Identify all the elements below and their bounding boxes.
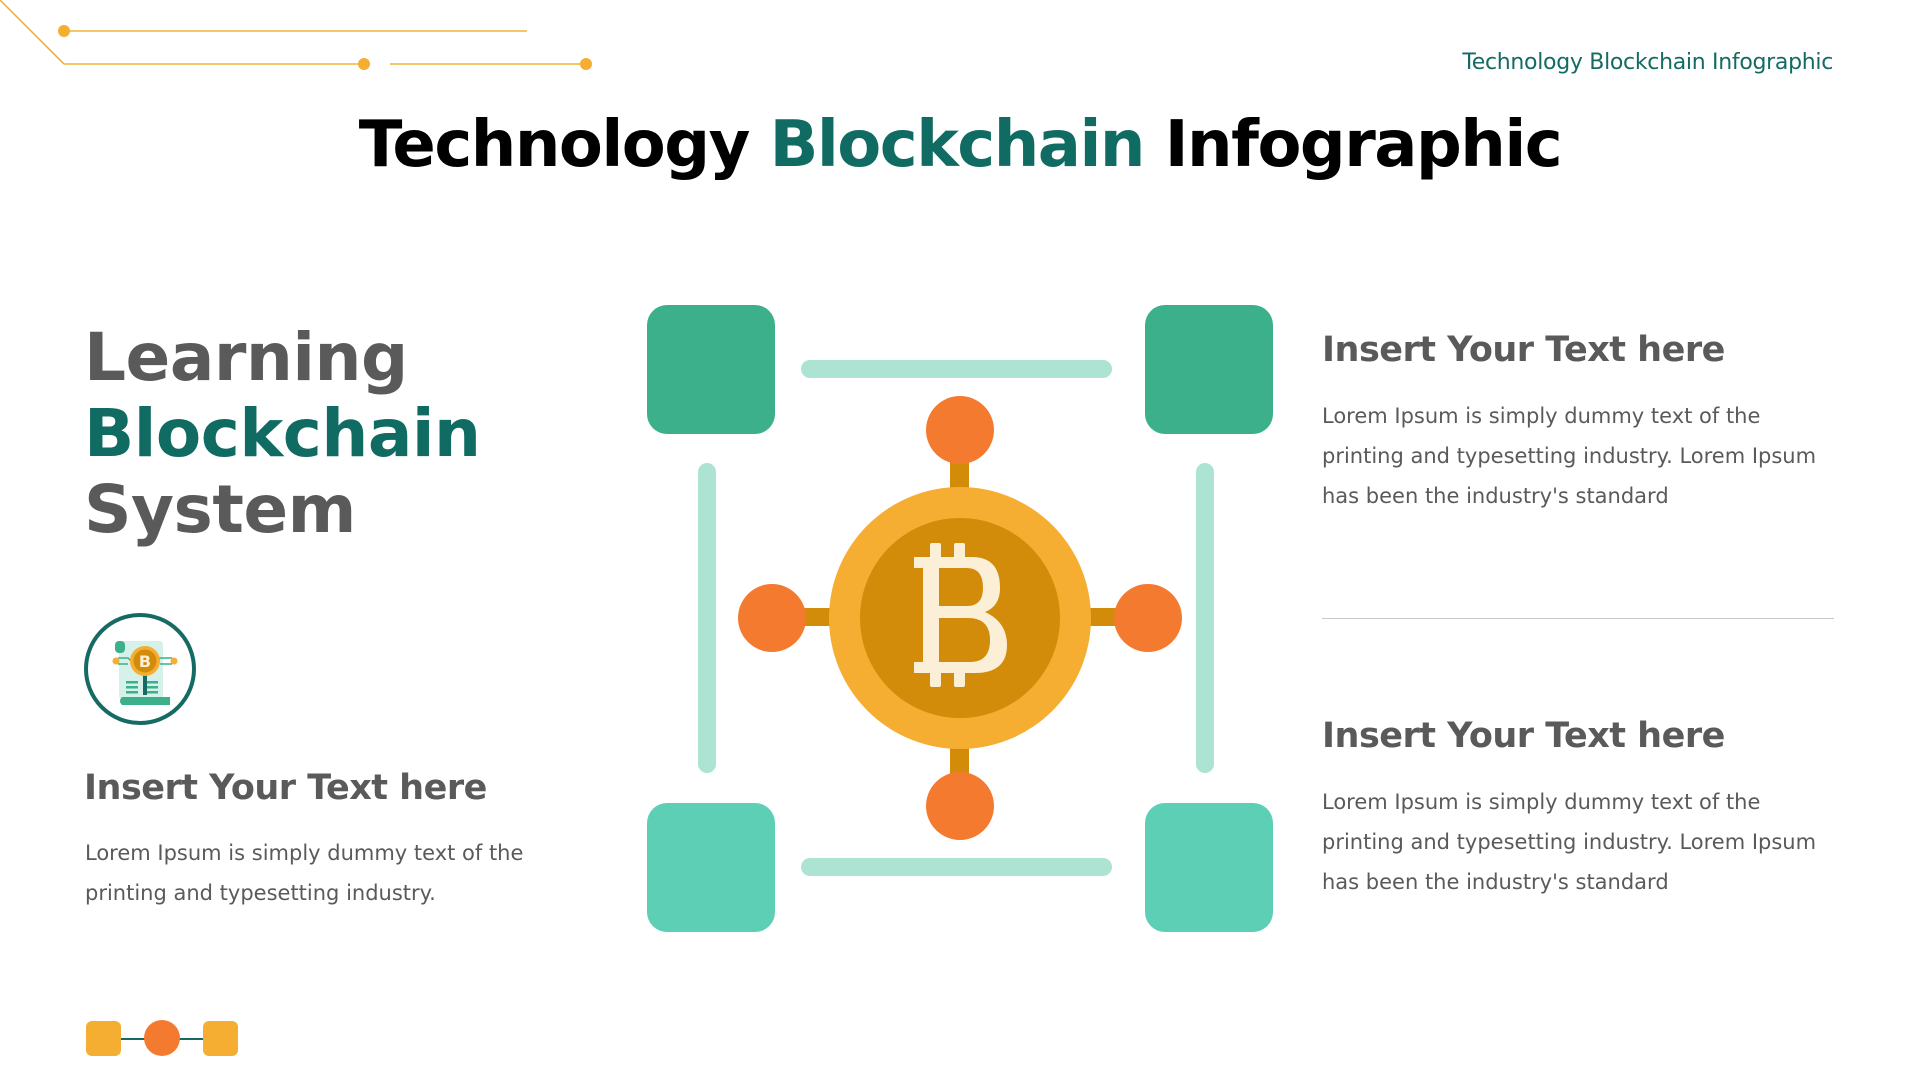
title-part-2: Infographic — [1164, 108, 1563, 182]
right-heading-2: Insert Your Text here — [1322, 716, 1725, 756]
block-top-right — [1145, 305, 1273, 434]
step-dot-center — [144, 1020, 180, 1056]
page-title: Technology Blockchain Infographic — [0, 108, 1920, 182]
title-part-1: Technology — [358, 108, 751, 182]
block-bottom-right — [1145, 803, 1273, 932]
side-title-line-2: Blockchain — [84, 395, 481, 472]
circuit-decoration — [0, 0, 600, 90]
side-title: Learning Blockchain System — [84, 320, 481, 548]
left-heading: Insert Your Text here — [84, 768, 487, 808]
step-square-left — [86, 1021, 121, 1056]
right-heading-1: Insert Your Text here — [1322, 330, 1725, 370]
right-body-1: Lorem Ipsum is simply dummy text of the … — [1322, 404, 1817, 508]
svg-text:B: B — [139, 652, 151, 671]
block-top-left — [647, 305, 775, 434]
step-square-right — [203, 1021, 238, 1056]
block-bottom-left — [647, 803, 775, 932]
side-title-line-3: System — [84, 471, 356, 548]
title-accent: Blockchain — [769, 108, 1146, 182]
bitcoin-document-icon: B — [84, 613, 196, 725]
top-right-label: Technology Blockchain Infographic — [1462, 50, 1833, 75]
step-indicator — [86, 1020, 240, 1056]
circuit-lines-icon — [0, 0, 592, 70]
side-title-line-1: Learning — [84, 319, 408, 396]
left-body: Lorem Ipsum is simply dummy text of the … — [85, 841, 524, 905]
section-divider — [1322, 618, 1834, 619]
right-body-2: Lorem Ipsum is simply dummy text of the … — [1322, 790, 1817, 894]
